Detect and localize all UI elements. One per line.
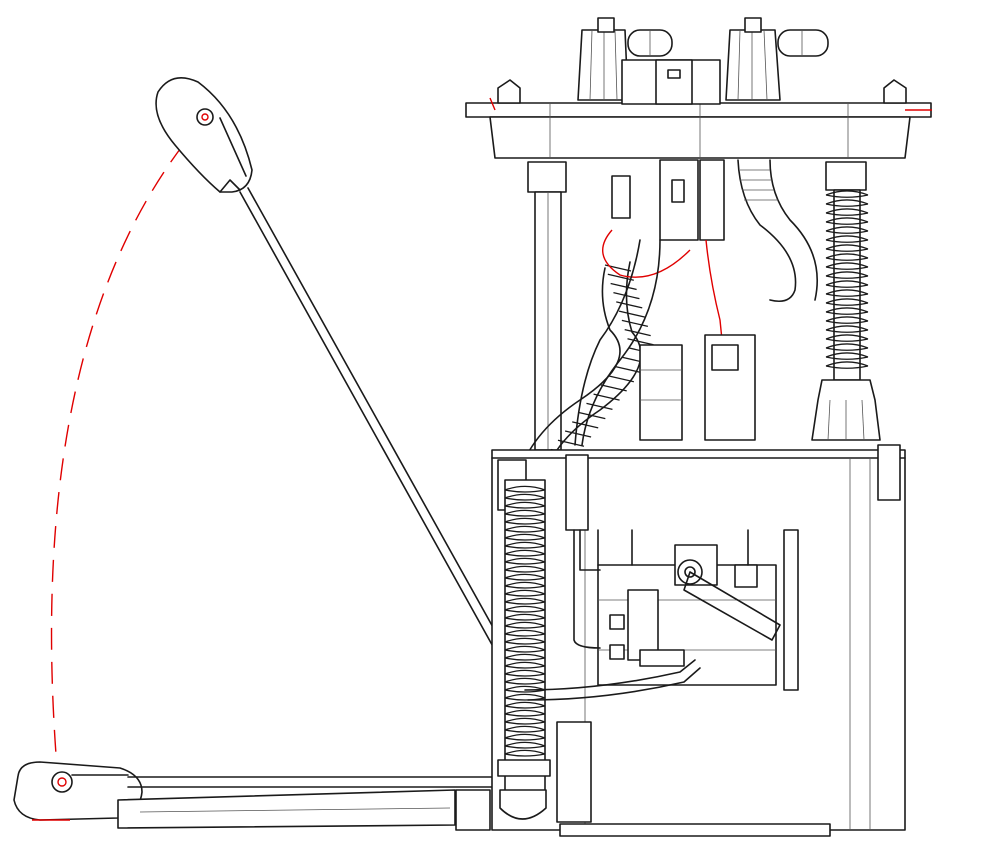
electrical-connector xyxy=(621,59,721,105)
sender-wire xyxy=(524,454,701,701)
outlet-fitting-right xyxy=(725,17,829,101)
guide-rod-right xyxy=(811,161,881,441)
filter-box xyxy=(556,721,592,823)
float-lower xyxy=(13,761,143,821)
top-flange xyxy=(465,79,932,159)
float-travel-arc xyxy=(50,117,206,781)
spring-right xyxy=(825,190,869,369)
fuel-hose xyxy=(737,159,818,303)
outlet-fitting-left xyxy=(577,17,673,101)
level-sender xyxy=(597,529,799,691)
wire-harness xyxy=(574,159,725,446)
spring-left xyxy=(504,485,546,757)
fuel-pump-body xyxy=(639,334,756,441)
guide-rod-left xyxy=(527,161,567,451)
float-upper xyxy=(155,76,253,193)
float-arm-upper xyxy=(239,187,529,696)
